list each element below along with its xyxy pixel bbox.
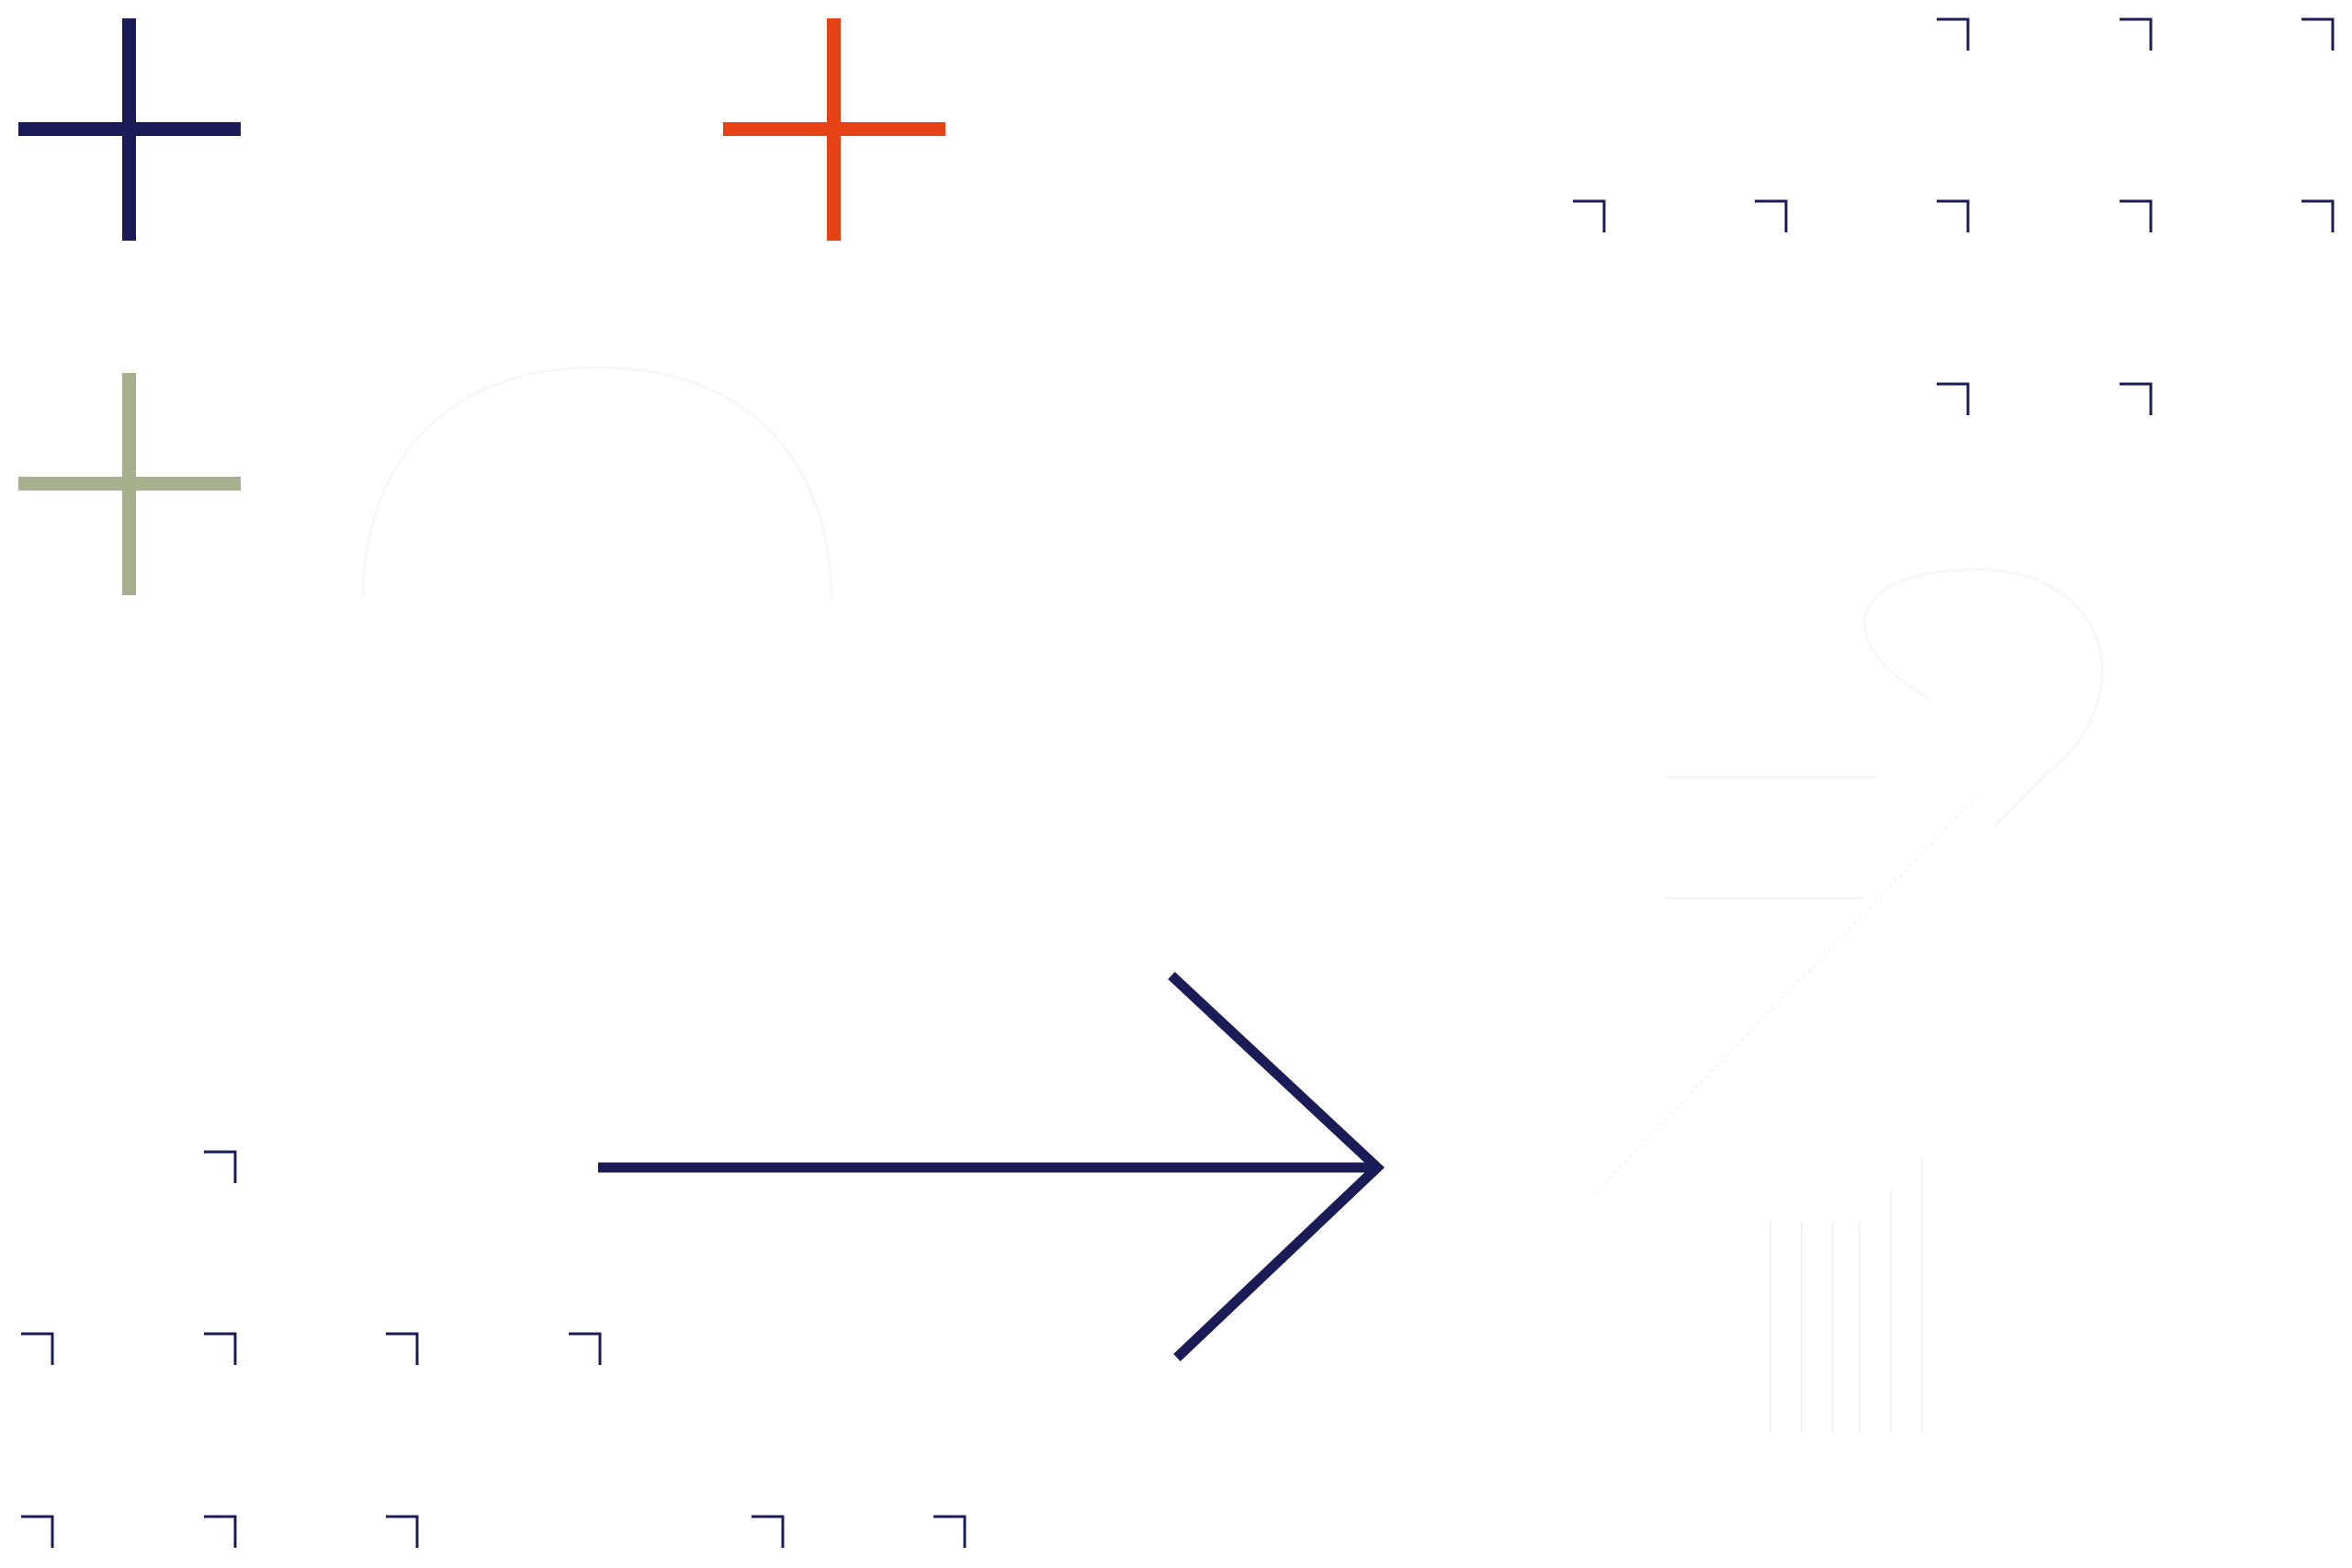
corner-mark-icon (204, 1515, 237, 1548)
corner-mark-icon (2301, 199, 2335, 232)
corner-mark-icon (2120, 382, 2153, 415)
corner-mark-icon (204, 1150, 237, 1183)
corner-mark-icon (1937, 17, 1970, 51)
corner-mark-icon (1937, 199, 1970, 232)
corner-mark-icon (752, 1515, 785, 1548)
corner-mark-icon (1937, 382, 1970, 415)
corner-mark-icon (21, 1515, 54, 1548)
plus-icon-sage (18, 373, 241, 595)
corner-mark-icon (2301, 17, 2335, 51)
corner-marks (21, 17, 2335, 1548)
corner-mark-icon (2120, 199, 2153, 232)
corner-mark-icon (386, 1515, 419, 1548)
plus-icon-navy (18, 18, 241, 241)
corner-mark-icon (569, 1332, 602, 1365)
plus-icon-orange (723, 18, 945, 241)
corner-mark-icon (933, 1515, 967, 1548)
corner-mark-icon (2120, 17, 2153, 51)
corner-mark-icon (204, 1332, 237, 1365)
corner-mark-icon (21, 1332, 54, 1365)
bar-chart-icon (1593, 795, 1979, 1433)
corner-mark-icon (1573, 199, 1606, 232)
arrow-right-icon (598, 971, 1385, 1361)
lightbulb-icon (361, 366, 2104, 900)
corner-mark-icon (1755, 199, 1788, 232)
corner-mark-icon (386, 1332, 419, 1365)
